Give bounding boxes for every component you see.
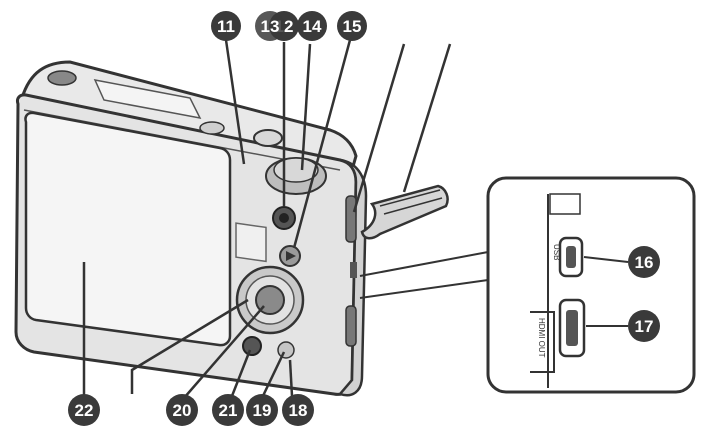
leader-18: [288, 359, 294, 397]
leader-14: [300, 43, 312, 171]
leader-left-bottom: [130, 298, 249, 394]
leader-20: [183, 305, 265, 399]
svg-text:17: 17: [635, 317, 654, 336]
camera-side-face: [337, 158, 368, 397]
svg-text:22: 22: [75, 401, 94, 420]
usb-label: USB: [552, 244, 561, 260]
svg-text:21: 21: [219, 401, 238, 420]
port-panel-notch: [549, 193, 581, 215]
svg-text:18: 18: [289, 401, 308, 420]
leader-strap-a: [352, 43, 406, 213]
svg-text:16: 16: [635, 253, 654, 272]
callout-21: 21: [212, 394, 244, 426]
usb-port-inner: [566, 246, 576, 268]
callout-13: 13: [255, 11, 285, 41]
callout-19: 19: [246, 394, 278, 426]
svg-text:13: 13: [261, 17, 280, 36]
inset-connector: [359, 251, 489, 299]
lcd-screen: [24, 111, 232, 347]
power-button: [199, 121, 225, 135]
side-slot-lower: [345, 305, 357, 347]
hdmi-label: HDMI OUT: [537, 318, 546, 358]
leader-11: [224, 39, 246, 165]
label-plate: [235, 222, 267, 263]
leader-lines: [82, 39, 452, 399]
leader-15: [292, 39, 352, 249]
svg-text:11: 11: [217, 17, 235, 36]
menu-button: [242, 336, 262, 356]
strap-loop: [360, 184, 449, 240]
strap-stripe-2: [383, 197, 443, 215]
leader-strap-b: [402, 43, 452, 193]
callout-14: 14: [297, 11, 327, 41]
svg-text:20: 20: [173, 401, 192, 420]
port-inset-frame: [486, 176, 696, 394]
side-slot-upper: [345, 195, 357, 243]
top-ridge: [93, 78, 202, 120]
leader-19: [260, 351, 286, 399]
callout-16: 16: [628, 246, 660, 278]
callout-22: 22: [68, 394, 100, 426]
inset-connector-line-2: [359, 279, 489, 299]
callout-18: 18: [282, 394, 314, 426]
record-button-center: [279, 213, 289, 223]
strap-stripe: [379, 189, 441, 207]
callout-20: 20: [166, 394, 198, 426]
leader-21: [230, 349, 252, 397]
wrist-strap: [360, 184, 449, 240]
callout-11: 11: [211, 11, 241, 41]
shutter-button: [253, 129, 283, 147]
inset-connector-line: [359, 251, 489, 277]
port-inset: USB HDMI OUT: [486, 176, 696, 394]
play-button-mark: [286, 251, 296, 261]
svg-text:19: 19: [253, 401, 272, 420]
hdmi-bracket: [530, 311, 555, 373]
delete-button: [277, 341, 295, 359]
hdmi-port-inner: [566, 310, 578, 346]
callout-15: 15: [337, 11, 367, 41]
leader-16: [583, 256, 629, 263]
callout-17: 17: [628, 310, 660, 342]
svg-text:15: 15: [343, 17, 362, 36]
mode-dial-top: [273, 157, 319, 183]
camera-body: [14, 60, 368, 397]
svg-text:14: 14: [303, 17, 322, 36]
speaker-grille: [47, 70, 77, 86]
callouts: 11 12 13 14 15 16 17 22: [68, 11, 660, 426]
side-port-mark: [350, 262, 357, 278]
